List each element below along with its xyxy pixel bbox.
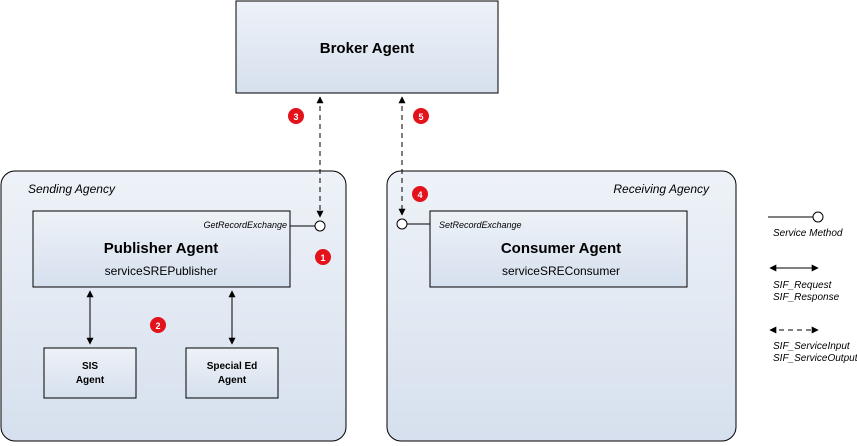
publisher-agent-box: GetRecordExchange Publisher Agent servic… — [32, 210, 291, 288]
legend: Service Method SIF_Request SIF_Response … — [768, 211, 857, 364]
legend-response-label: SIF_Response — [773, 292, 840, 303]
publisher-agent-title: Publisher Agent — [104, 240, 218, 257]
consumer-service-method-connector — [396, 218, 430, 230]
sis-agent-line1: SIS — [82, 361, 98, 372]
step-badge-5: 5 — [413, 108, 429, 124]
svg-text:5: 5 — [418, 112, 423, 122]
publisher-service-method-connector — [290, 220, 326, 232]
broker-agent-title: Broker Agent — [320, 40, 414, 57]
special-ed-agent-line2: Agent — [218, 375, 247, 386]
consumer-service-name: serviceSREConsumer — [502, 264, 620, 278]
legend-service-method-label: Service Method — [773, 228, 843, 239]
sis-agent-box: SIS Agent — [43, 347, 137, 399]
publisher-service-name: serviceSREPublisher — [105, 264, 218, 278]
step-badge-4: 4 — [412, 186, 428, 202]
svg-text:2: 2 — [155, 321, 160, 331]
sis-agent-line2: Agent — [76, 375, 105, 386]
svg-text:4: 4 — [417, 190, 422, 200]
legend-request-response: SIF_Request SIF_Response — [769, 264, 840, 303]
legend-service-input-output: SIF_ServiceInput SIF_ServiceOutput — [769, 326, 857, 364]
special-ed-agent-box: Special Ed Agent — [185, 347, 279, 399]
legend-service-output-label: SIF_ServiceOutput — [773, 353, 857, 364]
publisher-method-label: GetRecordExchange — [203, 220, 287, 230]
receiving-agency-label: Receiving Agency — [613, 182, 710, 196]
sending-agency-label: Sending Agency — [28, 182, 116, 196]
svg-text:3: 3 — [293, 112, 298, 122]
consumer-method-label: SetRecordExchange — [439, 220, 522, 230]
step-badge-1: 1 — [315, 249, 331, 265]
legend-service-method: Service Method — [768, 211, 843, 239]
svg-text:1: 1 — [320, 253, 325, 263]
broker-agent-box: Broker Agent — [235, 0, 499, 94]
legend-request-label: SIF_Request — [773, 280, 833, 291]
special-ed-agent-line1: Special Ed — [207, 361, 258, 372]
legend-service-input-label: SIF_ServiceInput — [773, 341, 851, 352]
consumer-agent-box: SetRecordExchange Consumer Agent service… — [429, 210, 688, 288]
step-badge-3: 3 — [288, 108, 304, 124]
step-badge-2: 2 — [150, 317, 166, 333]
consumer-agent-title: Consumer Agent — [501, 240, 621, 257]
